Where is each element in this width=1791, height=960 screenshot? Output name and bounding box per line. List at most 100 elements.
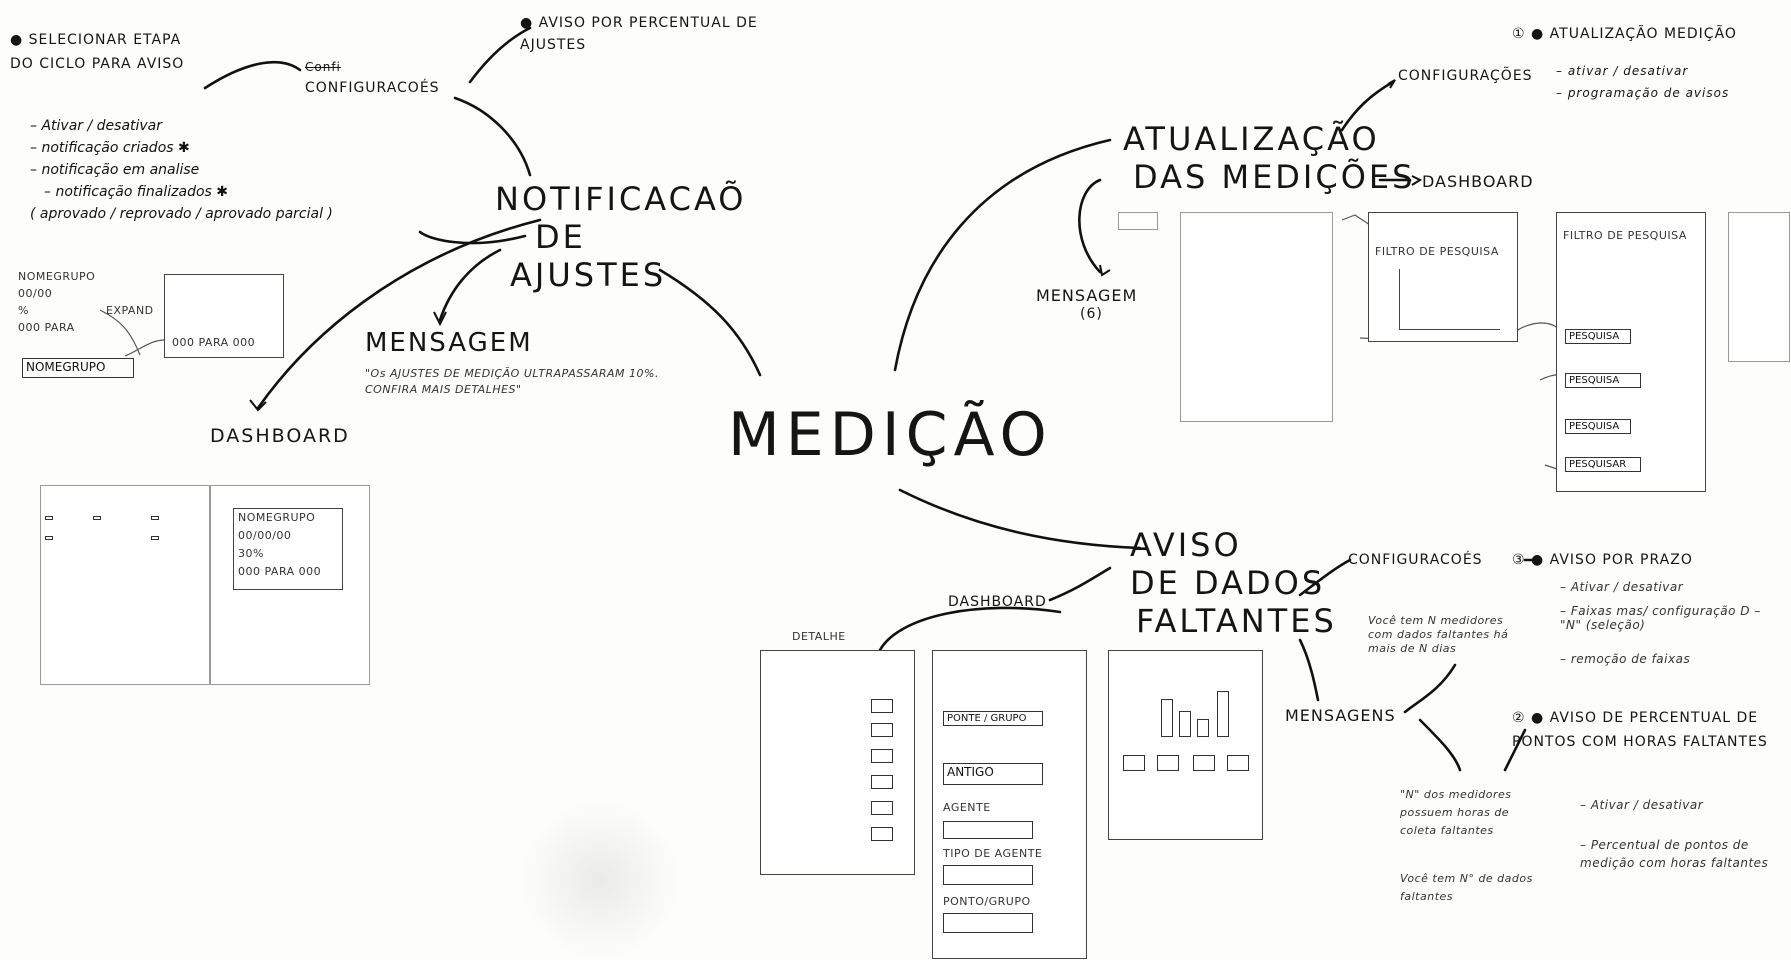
line-aviso-dashboard — [1048, 566, 1112, 602]
chart-axes — [1399, 269, 1500, 330]
wireframe-checkbox — [871, 775, 893, 789]
wireframe-label: AGENTE — [943, 801, 991, 814]
selecionar-etapa-text: ● SELECIONAR ETAPA DO CICLO PARA AVISO — [10, 32, 185, 72]
aviso-option2-item: – Percentual de pontos de medição com ho… — [1580, 838, 1769, 870]
wireframe-button — [1227, 755, 1249, 771]
line-config-select — [203, 60, 302, 90]
aviso-option1-item: – Ativar / desativar — [1560, 580, 1684, 594]
line-config-percent — [468, 26, 532, 84]
line-center-notificacao — [658, 268, 762, 377]
wireframe-button — [151, 516, 159, 520]
wireframe-label: FILTRO DE PESQUISA — [1375, 245, 1499, 258]
atualizacao-config-label: CONFIGURAÇÕES — [1398, 68, 1533, 84]
line-aviso-config — [1298, 558, 1352, 597]
pesquisar-box: PESQUISAR — [1565, 457, 1641, 472]
line-msg-note1 — [1418, 718, 1462, 772]
aviso-config-label: CONFIGURACOÉS — [1348, 552, 1483, 568]
aviso-title: AVISO DE DADOS FALTANTES — [1130, 526, 1350, 640]
aviso-detalhe-label: DETALHE — [792, 630, 846, 643]
expand-card — [164, 274, 284, 358]
wireframe-field: PONTE / GRUPO — [943, 711, 1043, 726]
wireframe-screen — [760, 650, 915, 875]
wireframe-checkbox — [871, 801, 893, 815]
aviso-percentual-text: ● AVISO POR PERCENTUAL DE AJUSTES — [520, 15, 758, 53]
wireframe-field — [943, 913, 1033, 933]
wireframe-button — [1193, 755, 1215, 771]
wireframe-checkbox — [871, 749, 893, 763]
expand-sketch-line: NOMEGRUPO — [18, 270, 96, 283]
line-dash-arc — [878, 606, 1062, 652]
expand-sketch-line: % — [18, 304, 29, 317]
line-notif-config — [453, 96, 532, 177]
wireframe-button — [1157, 755, 1179, 771]
aviso-config-note: Você tem N medidores com dados faltantes… — [1368, 614, 1509, 655]
card-line: NOMEGRUPO — [238, 511, 316, 524]
notificacao-config-struck: Confi — [305, 60, 341, 74]
wireframe-bar — [1197, 719, 1209, 737]
atualizacao-config-item: – programação de avisos — [1556, 86, 1730, 100]
atualizacao-heading: ① ● ATUALIZAÇÃO MEDIÇÃO — [1512, 26, 1737, 42]
wireframe-button — [1123, 755, 1145, 771]
notificacao-title-line-3: AJUSTES — [510, 256, 667, 294]
line-notif-list — [418, 230, 527, 245]
wireframe-screen: FILTRO DE PESQUISA PESQUISA PESQUISA PES… — [1556, 212, 1706, 492]
line-aviso-mensagens — [1298, 638, 1320, 702]
wireframe-screen — [1180, 212, 1333, 422]
aviso-option1-item: – Faixas mas/ configuração D – "N" (sele… — [1560, 604, 1761, 632]
aviso-option1-title: ③ ● AVISO POR PRAZO — [1512, 552, 1693, 568]
aviso-msg-note-2: Você tem N° de dados faltantes — [1400, 872, 1533, 903]
atualizacao-dashboard-label: DASHBOARD — [1422, 172, 1534, 191]
wireframe-label: PONTO/GRUPO — [943, 895, 1031, 908]
aviso-msg-note-1: "N" dos medidores possuem horas de colet… — [1400, 788, 1512, 837]
wireframe-field — [943, 865, 1033, 885]
wireframe-screen: NOMEGRUPO 00/00/00 30% 000 PARA 000 — [210, 485, 370, 685]
notificacao-options-list: – Ativar / desativar – notificação criad… — [30, 118, 333, 228]
line-atual-mensagem — [1078, 178, 1102, 274]
notificacao-title-line-2: DE — [535, 218, 586, 256]
card-line: 000 PARA 000 — [238, 565, 322, 578]
wireframe-bar — [1217, 691, 1229, 737]
notificacao-title-line-1: NOTIFICACAÕ — [495, 180, 747, 218]
wireframe-label: FILTRO DE PESQUISA — [1563, 229, 1687, 242]
line-notif-dashboard — [256, 218, 542, 410]
notificacao-option: – notificação em analise — [30, 162, 200, 178]
expand-card-text: 000 PARA 000 — [172, 336, 256, 349]
aviso-option2-title: ② ● AVISO DE PERCENTUAL DE PONTOS COM HO… — [1512, 710, 1768, 750]
aviso-option1-item: – remoção de faixas — [1560, 652, 1691, 666]
notificacao-option: – Ativar / desativar — [30, 118, 163, 134]
wireframe-screen — [1728, 212, 1790, 362]
aviso-mensagens-label: MENSAGENS — [1285, 706, 1396, 725]
line-note-msg — [1403, 663, 1457, 714]
notificacao-title: NOTIFICACAÕ DE AJUSTES — [495, 180, 747, 294]
wireframe-bar — [1179, 711, 1191, 737]
notificacao-option: ( aprovado / reprovado / aprovado parcia… — [30, 206, 333, 222]
wireframe-bar — [1161, 699, 1173, 737]
wireframe-screen: PONTE / GRUPO ANTIGO AGENTE TIPO DE AGEN… — [932, 650, 1087, 959]
expand-sketch-line: 00/00 — [18, 287, 53, 300]
notificacao-option: – notificação criados ✱ — [30, 140, 190, 156]
wireframe-screen — [1118, 212, 1158, 230]
line-center-atualizacao — [893, 138, 1112, 372]
wireframe-screen — [1108, 650, 1263, 840]
card-line: 00/00/00 — [238, 529, 292, 542]
notificacao-dashboard-title: DASHBOARD — [210, 425, 350, 447]
notificacao-mensagem-text: "Os AJUSTES DE MEDIÇÃO ULTRAPASSARAM 10%… — [365, 367, 659, 396]
wireframe-card: NOMEGRUPO 00/00/00 30% 000 PARA 000 — [233, 508, 343, 590]
line-notif-mensagem — [438, 248, 502, 322]
aviso-option2-item: – Ativar / desativar — [1580, 798, 1704, 812]
wireframe-button — [93, 516, 101, 520]
paper-smudge — [520, 800, 680, 960]
expand-sketch: NOMEGRUPO 00/00 % 000 PARA EXPAND 000 PA… — [18, 268, 288, 378]
wireframe-field: ANTIGO — [943, 763, 1043, 785]
notificacao-option: – notificação finalizados ✱ — [44, 184, 229, 200]
atualizacao-mensagem-count: (6) — [1080, 306, 1103, 322]
card-line: 30% — [238, 547, 264, 560]
wireframe-label: TIPO DE AGENTE — [943, 847, 1043, 860]
aviso-dashboard-label: DASHBOARD — [948, 594, 1047, 610]
aviso-title-line-3: FALTANTES — [1136, 602, 1337, 640]
pesquisa-box: PESQUISA — [1565, 373, 1641, 388]
atualizacao-mensagem-title: MENSAGEM — [1036, 286, 1138, 305]
line-center-aviso — [898, 488, 1142, 550]
atualizacao-title: ATUALIZAÇÃO DAS MEDIÇÕES — [1123, 120, 1413, 196]
aviso-title-line-2: DE DADOS — [1130, 564, 1326, 602]
